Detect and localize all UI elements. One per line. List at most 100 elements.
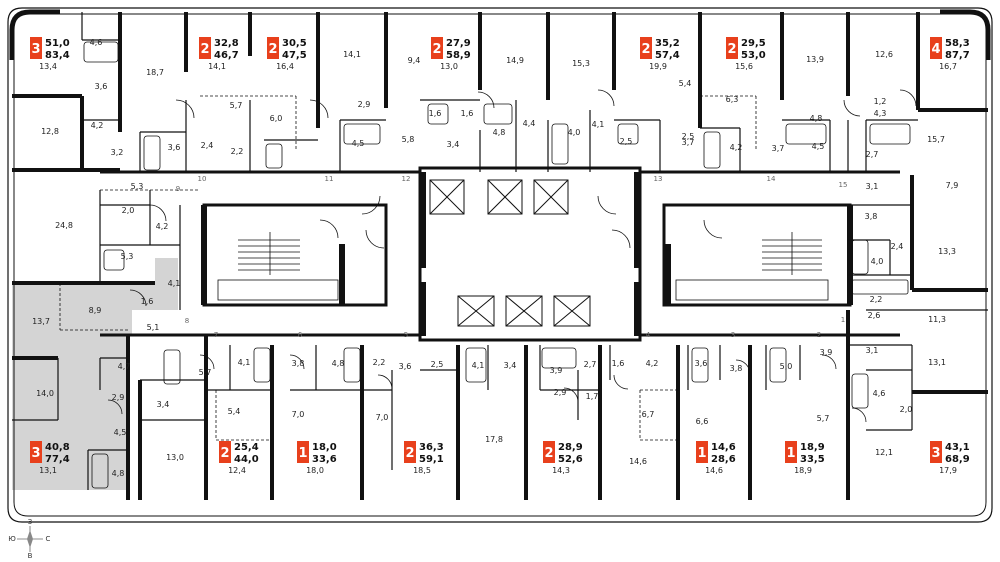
room-area-label: 1,2 xyxy=(874,97,887,106)
room-area-label: 5,4 xyxy=(228,407,241,416)
apartment-total-area: 35,2 xyxy=(655,38,680,49)
room-area-label: 2,0 xyxy=(900,405,913,414)
room-count: 2 xyxy=(432,42,441,57)
room-area-label: 5,1 xyxy=(147,323,160,332)
apartment-room-area: 14,3 xyxy=(552,466,570,475)
apartment-room-area: 18,5 xyxy=(413,466,431,475)
room-area-label: 2,6 xyxy=(868,311,881,320)
compass-west-label: Ю xyxy=(8,535,16,543)
apartment-living-area: 58,9 xyxy=(446,50,471,61)
room-area-label: 2,7 xyxy=(866,150,879,159)
room-count: 2 xyxy=(544,446,553,461)
apartment-total-area: 51,0 xyxy=(45,38,70,49)
room-area-label: 13,3 xyxy=(938,247,956,256)
room-area-label: 3,8 xyxy=(730,364,743,373)
room-area-label: 4,0 xyxy=(871,257,884,266)
room-area-label: 14,1 xyxy=(343,50,361,59)
room-area-label: 2,2 xyxy=(373,358,386,367)
apartment-living-area: 53,0 xyxy=(741,50,766,61)
selected-apartment-area[interactable] xyxy=(12,258,178,490)
room-count-badge xyxy=(930,37,942,59)
entrance-number: 9 xyxy=(176,185,180,193)
room-area-label: 5,7 xyxy=(817,414,830,423)
room-area-label: 5,7 xyxy=(230,101,243,110)
walls xyxy=(12,12,988,500)
room-count-badge xyxy=(267,37,279,59)
entrance-number: 4 xyxy=(646,331,651,339)
room-area-label: 13,0 xyxy=(166,453,184,462)
apartment-room-area: 13,4 xyxy=(39,62,57,71)
room-count: 1 xyxy=(298,446,307,461)
room-area-label: 18,7 xyxy=(146,68,164,77)
apartment-room-area: 16,4 xyxy=(276,62,294,71)
room-area-label: 1,6 xyxy=(461,109,474,118)
room-count-badge xyxy=(404,441,416,463)
apartment-badge[interactable]: 3 51,083,413,4 xyxy=(30,37,70,71)
room-area-label: 2,4 xyxy=(201,141,214,150)
corner-wall-tl xyxy=(9,9,60,60)
entrance-number: 13 xyxy=(654,175,663,183)
apartment-room-area: 14,6 xyxy=(705,466,723,475)
room-area-label: 4,3 xyxy=(874,109,887,118)
compass-north-label: З xyxy=(28,518,33,526)
apartment-living-area: 33,6 xyxy=(312,454,337,465)
entrance-number: 11 xyxy=(325,175,334,183)
room-area-label: 13,1 xyxy=(928,358,946,367)
room-area-label: 3,8 xyxy=(865,212,878,221)
entrance-number: 15 xyxy=(839,181,848,189)
room-area-label: 4,2 xyxy=(91,121,104,130)
room-area-label: 6,3 xyxy=(726,95,739,104)
room-count-badge xyxy=(543,441,555,463)
apartment-living-area: 47,5 xyxy=(282,50,307,61)
compass-icon: З Ю С В xyxy=(8,518,50,560)
room-area-label: 5,7 xyxy=(199,368,212,377)
room-count: 2 xyxy=(641,42,650,57)
room-area-label: 1,6 xyxy=(141,297,154,306)
room-area-label: 2,9 xyxy=(112,393,125,402)
building-outer-wall xyxy=(7,7,993,523)
apartment-living-area: 33,5 xyxy=(800,454,825,465)
room-area-label: 15,7 xyxy=(927,135,945,144)
room-area-label: 4,1 xyxy=(472,361,485,370)
room-count-badge xyxy=(930,441,942,463)
apartment-room-area: 13,1 xyxy=(39,466,57,475)
room-area-label: 2,4 xyxy=(891,242,904,251)
room-area-label: 3,6 xyxy=(695,359,708,368)
room-area-label: 2,0 xyxy=(122,206,135,215)
apartment-living-area: 83,4 xyxy=(45,50,70,61)
room-area-label: 2,9 xyxy=(358,100,371,109)
apartment-living-area: 59,1 xyxy=(419,454,444,465)
entrance-number: 14 xyxy=(767,175,776,183)
room-area-label: 5,3 xyxy=(121,252,134,261)
room-area-label: 4,7 xyxy=(118,362,131,371)
room-count-badge xyxy=(199,37,211,59)
apartment-room-area: 16,7 xyxy=(939,62,957,71)
apartment-total-area: 40,8 xyxy=(45,442,70,453)
room-count-badge xyxy=(219,441,231,463)
apartment-total-area: 30,5 xyxy=(282,38,307,49)
entrance-number: 5 xyxy=(404,331,408,339)
room-area-label: 4,2 xyxy=(730,143,743,152)
room-area-label: 7,9 xyxy=(946,181,959,190)
corner-wall-tr xyxy=(940,9,991,60)
apartment-room-area: 15,6 xyxy=(735,62,753,71)
apartment-living-area: 44,0 xyxy=(234,454,259,465)
room-count: 3 xyxy=(31,42,40,57)
room-count: 1 xyxy=(786,446,795,461)
apartment-total-area: 18,9 xyxy=(800,442,825,453)
